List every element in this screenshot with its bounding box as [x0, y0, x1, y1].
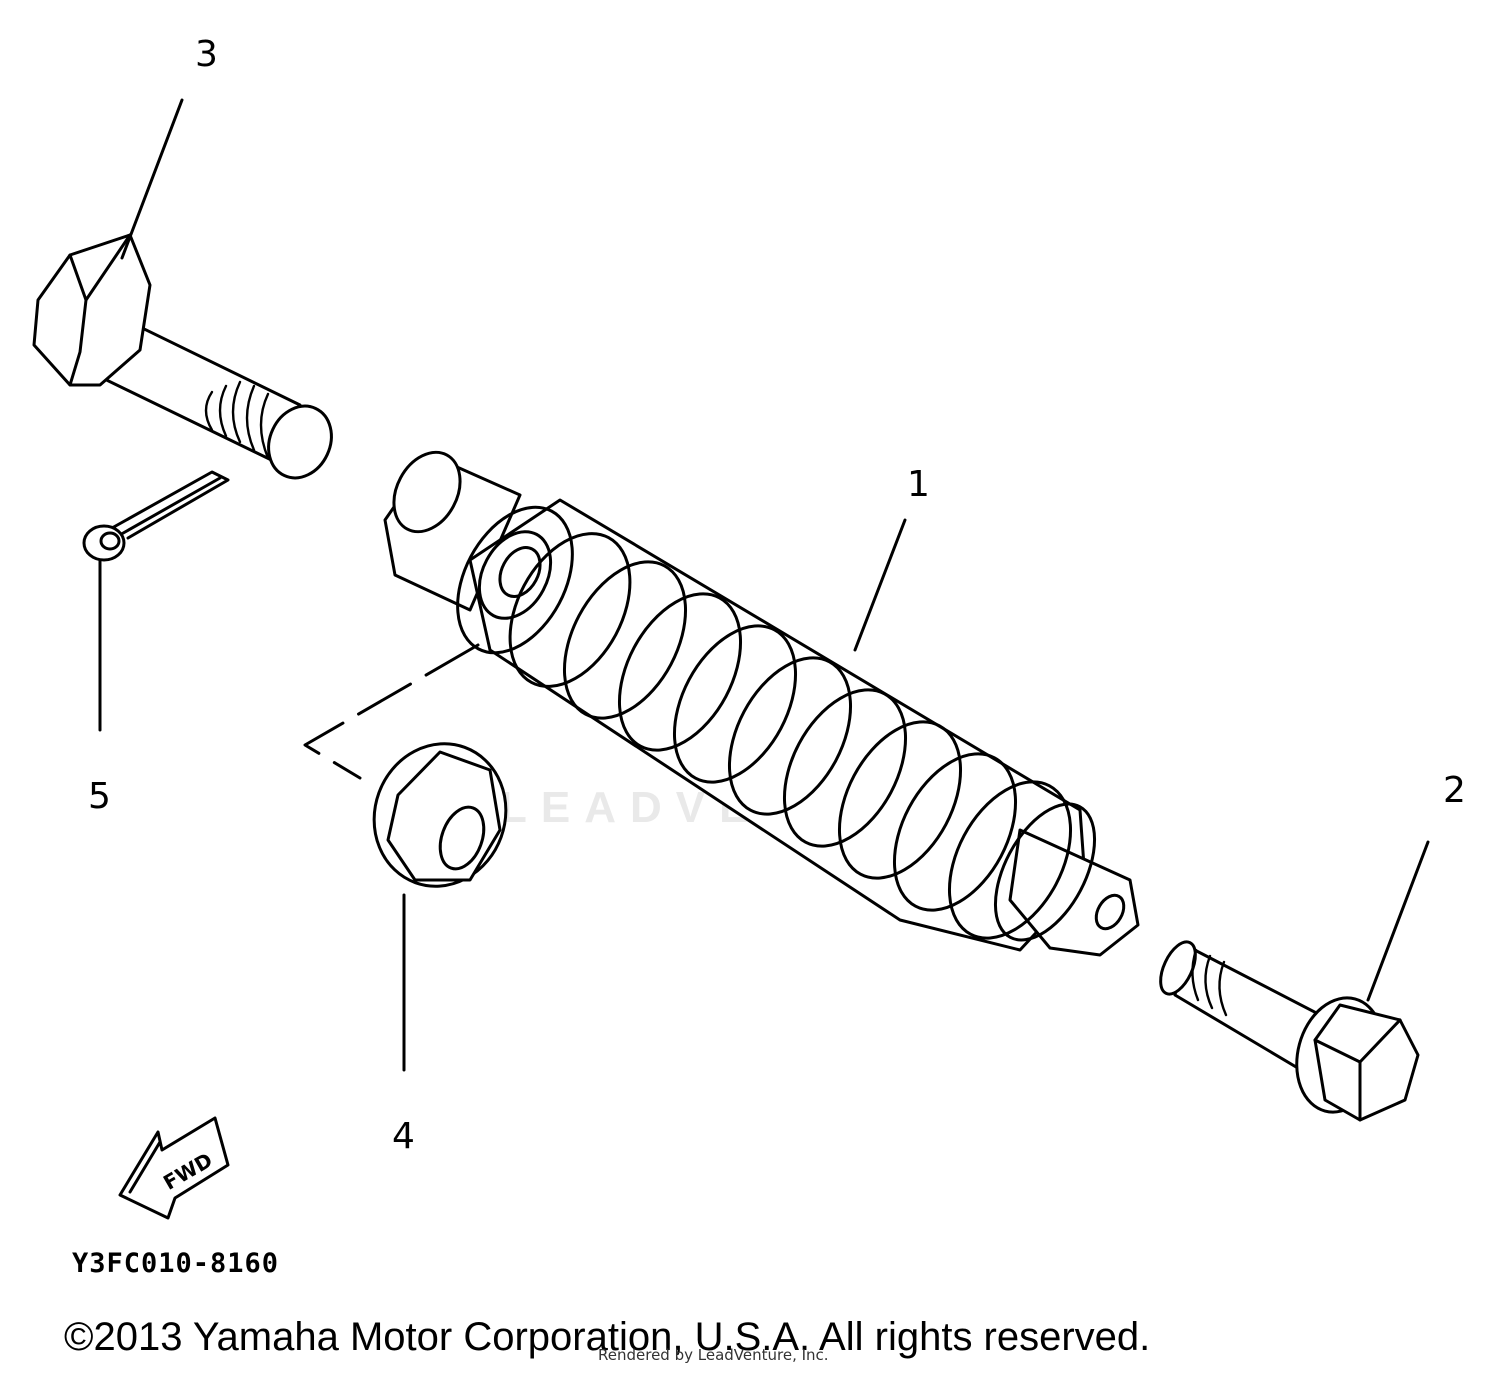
bolt-long-drawing — [32, 233, 333, 480]
rendered-by-notice: Rendered by LeadVenture, Inc. — [598, 1346, 829, 1364]
flange-nut-drawing — [372, 742, 508, 888]
fwd-arrow-icon: FWD — [118, 1116, 230, 1220]
assembly-dashed-line — [303, 643, 480, 780]
callout-2: 2 — [1443, 770, 1466, 811]
leader-line-2 — [1366, 840, 1430, 1002]
cotter-pin-drawing — [82, 470, 230, 562]
callout-1: 1 — [907, 464, 930, 505]
callout-4: 4 — [392, 1116, 415, 1157]
callout-5: 5 — [88, 776, 111, 817]
callout-3: 3 — [195, 34, 218, 75]
shock-absorber-drawing — [383, 450, 1140, 957]
bolt-short-drawing — [1159, 940, 1420, 1122]
leader-line-1 — [853, 518, 907, 652]
reference-code: Y3FC010-8160 — [72, 1248, 279, 1279]
leader-line-3 — [120, 98, 184, 260]
copyright-notice: ©2013 Yamaha Motor Corporation, U.S.A. A… — [64, 1315, 1150, 1359]
